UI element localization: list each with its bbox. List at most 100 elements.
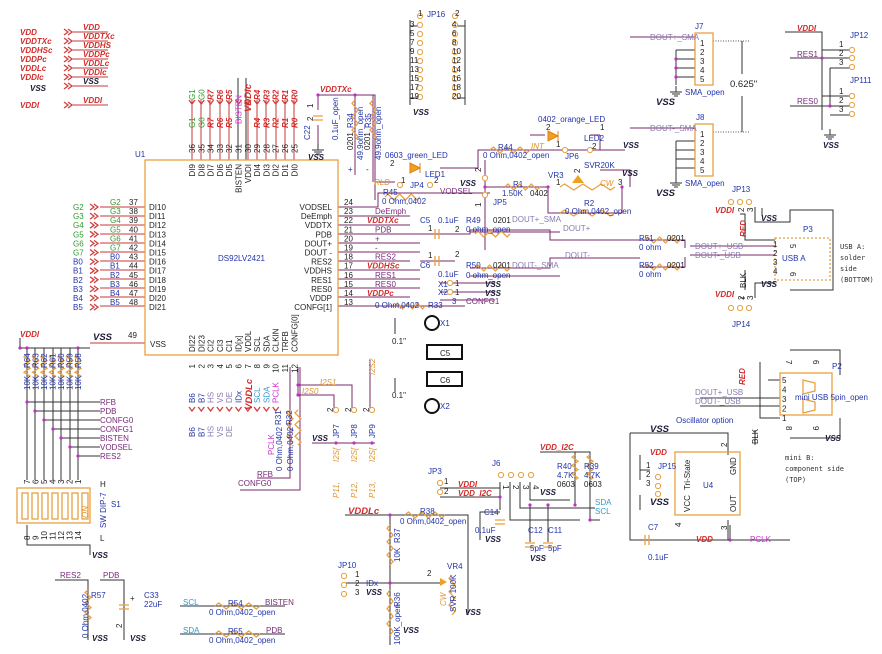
wires: [19, 20, 850, 645]
usb-a-note: side: [840, 265, 857, 273]
r57_val: 0 Ohm,0402: [81, 593, 90, 638]
vr3_p1: 1: [556, 178, 561, 187]
pin-name: DI7: [207, 163, 216, 176]
dim2: 0.1": [392, 391, 406, 400]
vdd: VDD: [650, 448, 667, 457]
net-label: DE: [225, 392, 234, 403]
r38_val: 0 Ohm,0402_open: [400, 517, 466, 526]
port-chevron-icon: [89, 221, 100, 229]
p3-usb-a-connector: [774, 237, 831, 281]
net-label: G0: [197, 117, 206, 128]
label: 1: [700, 130, 705, 139]
r37-resistor: [386, 524, 394, 566]
pin-name: CI3: [216, 339, 225, 352]
jp4_p2: 2: [434, 176, 439, 185]
pin-number: 43: [129, 253, 138, 262]
c22-capacitor: [313, 115, 323, 121]
ground-icon: [824, 129, 836, 140]
jumper-pin: [416, 93, 424, 101]
pin-number: 16: [344, 271, 353, 280]
pin-number: 4: [216, 363, 225, 368]
jumper-pin: [340, 581, 348, 589]
pin-number: 48: [129, 298, 138, 307]
jumper-pin: [451, 30, 459, 38]
net-label: B5: [110, 298, 120, 307]
pin-number: 46: [129, 280, 138, 289]
port-chevron-icon: [225, 99, 233, 106]
r1-resistor: [504, 183, 541, 191]
label: 2: [839, 96, 844, 105]
blk: BLK: [739, 272, 748, 288]
pullup-resistor: [31, 354, 40, 379]
label: 1: [74, 479, 83, 484]
net-label: R5: [225, 117, 234, 128]
usb-a-note: USB A:: [840, 243, 865, 251]
pullup-resistor: [56, 354, 66, 379]
vcc: VCC: [683, 495, 692, 512]
led1-icon: [409, 162, 422, 174]
usb-socket-icon: [802, 379, 816, 414]
pin-number: 29: [253, 144, 262, 153]
jumper-pin: [332, 406, 340, 414]
label: H: [100, 480, 106, 489]
bisten: BISTEN: [265, 598, 294, 607]
jumper-pin: [451, 75, 459, 83]
port-chevron-icon: [272, 99, 280, 106]
label: 10: [452, 47, 461, 56]
jp14_vddi: VDDI: [715, 290, 735, 299]
port-chevron-icon: [188, 406, 196, 413]
jp13_vddi: VDDI: [715, 206, 735, 215]
c33_p2: 2: [115, 623, 124, 628]
label: 4: [49, 479, 58, 484]
net-label: G0: [197, 89, 206, 100]
r34_pkg: 0201: [346, 132, 355, 150]
r54-resistor: [214, 602, 261, 610]
c12: C12: [528, 526, 543, 535]
jumper-pin: [481, 191, 489, 199]
label: RES1: [797, 50, 818, 59]
jumper-pin: [586, 146, 594, 154]
jumper-pin: [436, 479, 444, 487]
r40_val: 4.7K: [557, 471, 574, 480]
r34_val: 49.9ohm_open: [356, 107, 365, 160]
jumper-pin: [481, 174, 489, 182]
x1-pad: [424, 315, 440, 331]
dim1: 0.1": [392, 337, 406, 346]
label: mini USB 5pin_open: [795, 393, 868, 402]
jumper-pin: [350, 406, 358, 414]
jp6_p1: 1: [556, 140, 561, 149]
pin-number: 14: [344, 289, 353, 298]
jumper-pin: [727, 304, 735, 312]
resistor-value: 10K: [74, 375, 83, 390]
p2-mini-usb-connector: [779, 372, 833, 416]
vddlc: VDDLc: [348, 506, 380, 517]
usb-a-note: solder: [840, 254, 865, 262]
junction-dot: [18, 346, 22, 350]
label: 4: [782, 386, 787, 395]
jumper-pin: [396, 181, 404, 189]
u1-ref: U1: [135, 150, 146, 159]
mini-b-note: (TOP): [785, 476, 806, 484]
led1_val: 0603_green_LED: [385, 151, 448, 160]
jp14_p3: 3: [746, 295, 755, 300]
resistor-ref: R58: [74, 353, 83, 368]
vr3_p3: 3: [618, 178, 623, 187]
net-label: B4: [110, 289, 120, 298]
label: 2: [700, 48, 705, 57]
pin-name: RES2: [311, 258, 332, 267]
label: L: [100, 534, 105, 543]
junction-dot: [25, 400, 29, 404]
r39-resistor: [585, 454, 595, 481]
pin-number: 21: [344, 225, 353, 234]
pullup-resistor: [39, 354, 49, 379]
net-label: PDB: [375, 225, 391, 234]
vr3_val: SVR20K: [584, 161, 615, 170]
junction-dot: [728, 538, 732, 542]
dout_p_sma: DOUT+_SMA: [512, 215, 562, 224]
net-label: G1: [188, 89, 197, 100]
pin-number: 37: [129, 198, 138, 207]
r55: R55: [228, 627, 243, 636]
pin-number: 11: [281, 363, 290, 372]
label: 2: [782, 405, 787, 414]
pin-number: 5: [225, 363, 234, 368]
